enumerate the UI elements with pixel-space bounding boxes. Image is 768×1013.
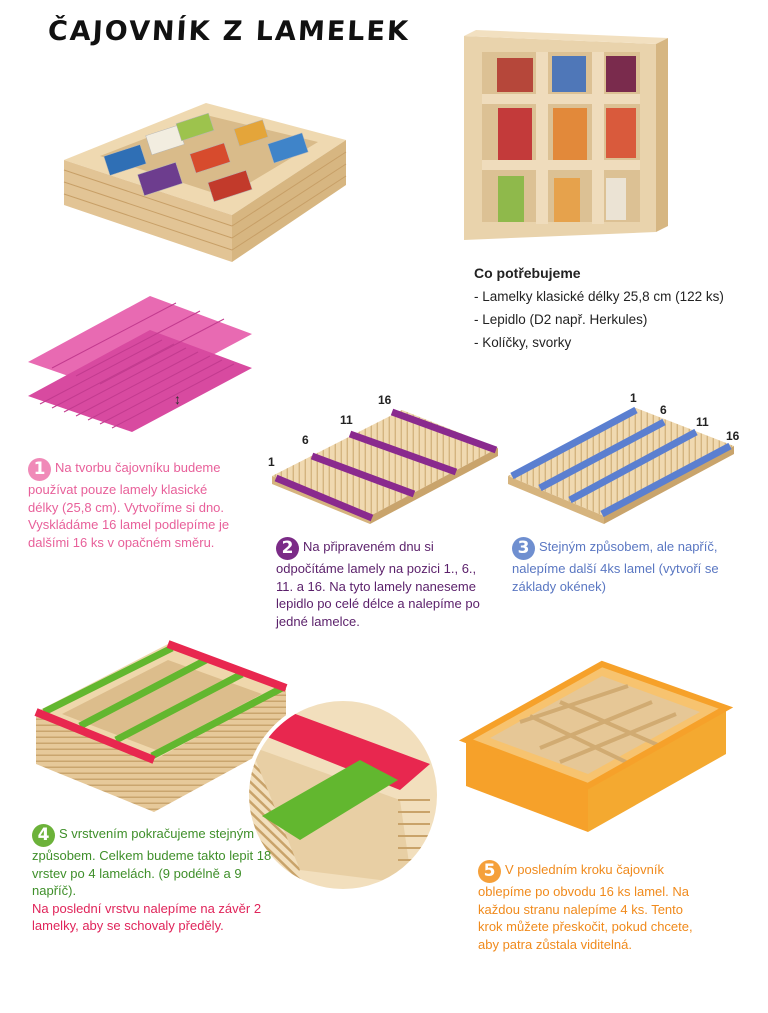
step-text: S vrstvením pokračujeme stejným způsobem… (32, 826, 272, 899)
step-number-badge: 3 (512, 537, 535, 560)
step2-base-illustration: 1 6 11 16 (268, 393, 498, 524)
step5-box-illustration (458, 660, 734, 832)
step4-box-illustration (34, 640, 288, 812)
materials-list: Co potřebujeme - Lamelky klasické délky … (474, 262, 754, 354)
step-text: Stejným způsobem, ale napříč, nalepíme d… (512, 539, 719, 594)
step-text: V posledním kroku čajovník oblepíme po o… (478, 862, 693, 952)
step3-label-16: 16 (726, 429, 740, 443)
tea-box-photo (63, 103, 347, 262)
tea-shelf-photo (464, 30, 668, 240)
step1-base-illustration: ↕ (28, 296, 252, 432)
step2-label-16: 16 (378, 393, 392, 407)
step-number-badge: 5 (478, 860, 501, 883)
step-text: Na tvorbu čajovníku budeme používat pouz… (28, 460, 230, 550)
step3-label-1: 1 (630, 391, 637, 405)
materials-item: - Lamelky klasické délky 25,8 cm (122 ks… (474, 289, 724, 304)
materials-item: - Lepidlo (D2 např. Herkules) (474, 312, 648, 327)
step3-label-6: 6 (660, 403, 667, 417)
step-text-highlight: Na poslední vrstvu nalepíme na závěr 2 l… (32, 900, 262, 934)
materials-heading: Co potřebujeme (474, 265, 581, 281)
step-text: Na připraveném dnu si odpočítáme lamely … (276, 539, 480, 629)
step-number-badge: 2 (276, 537, 299, 560)
shelf-tea-boxes (497, 56, 636, 222)
materials-item: - Kolíčky, svorky (474, 335, 572, 350)
step-number-badge: 4 (32, 824, 55, 847)
step2-label-1: 1 (268, 455, 275, 469)
svg-text:↕: ↕ (174, 391, 181, 407)
step2-label-6: 6 (302, 433, 309, 447)
step-number-badge: 1 (28, 458, 51, 481)
step3-label-11: 11 (696, 415, 709, 429)
step2-label-11: 11 (340, 413, 353, 427)
step3-base-illustration: 1 6 11 16 (508, 391, 740, 524)
